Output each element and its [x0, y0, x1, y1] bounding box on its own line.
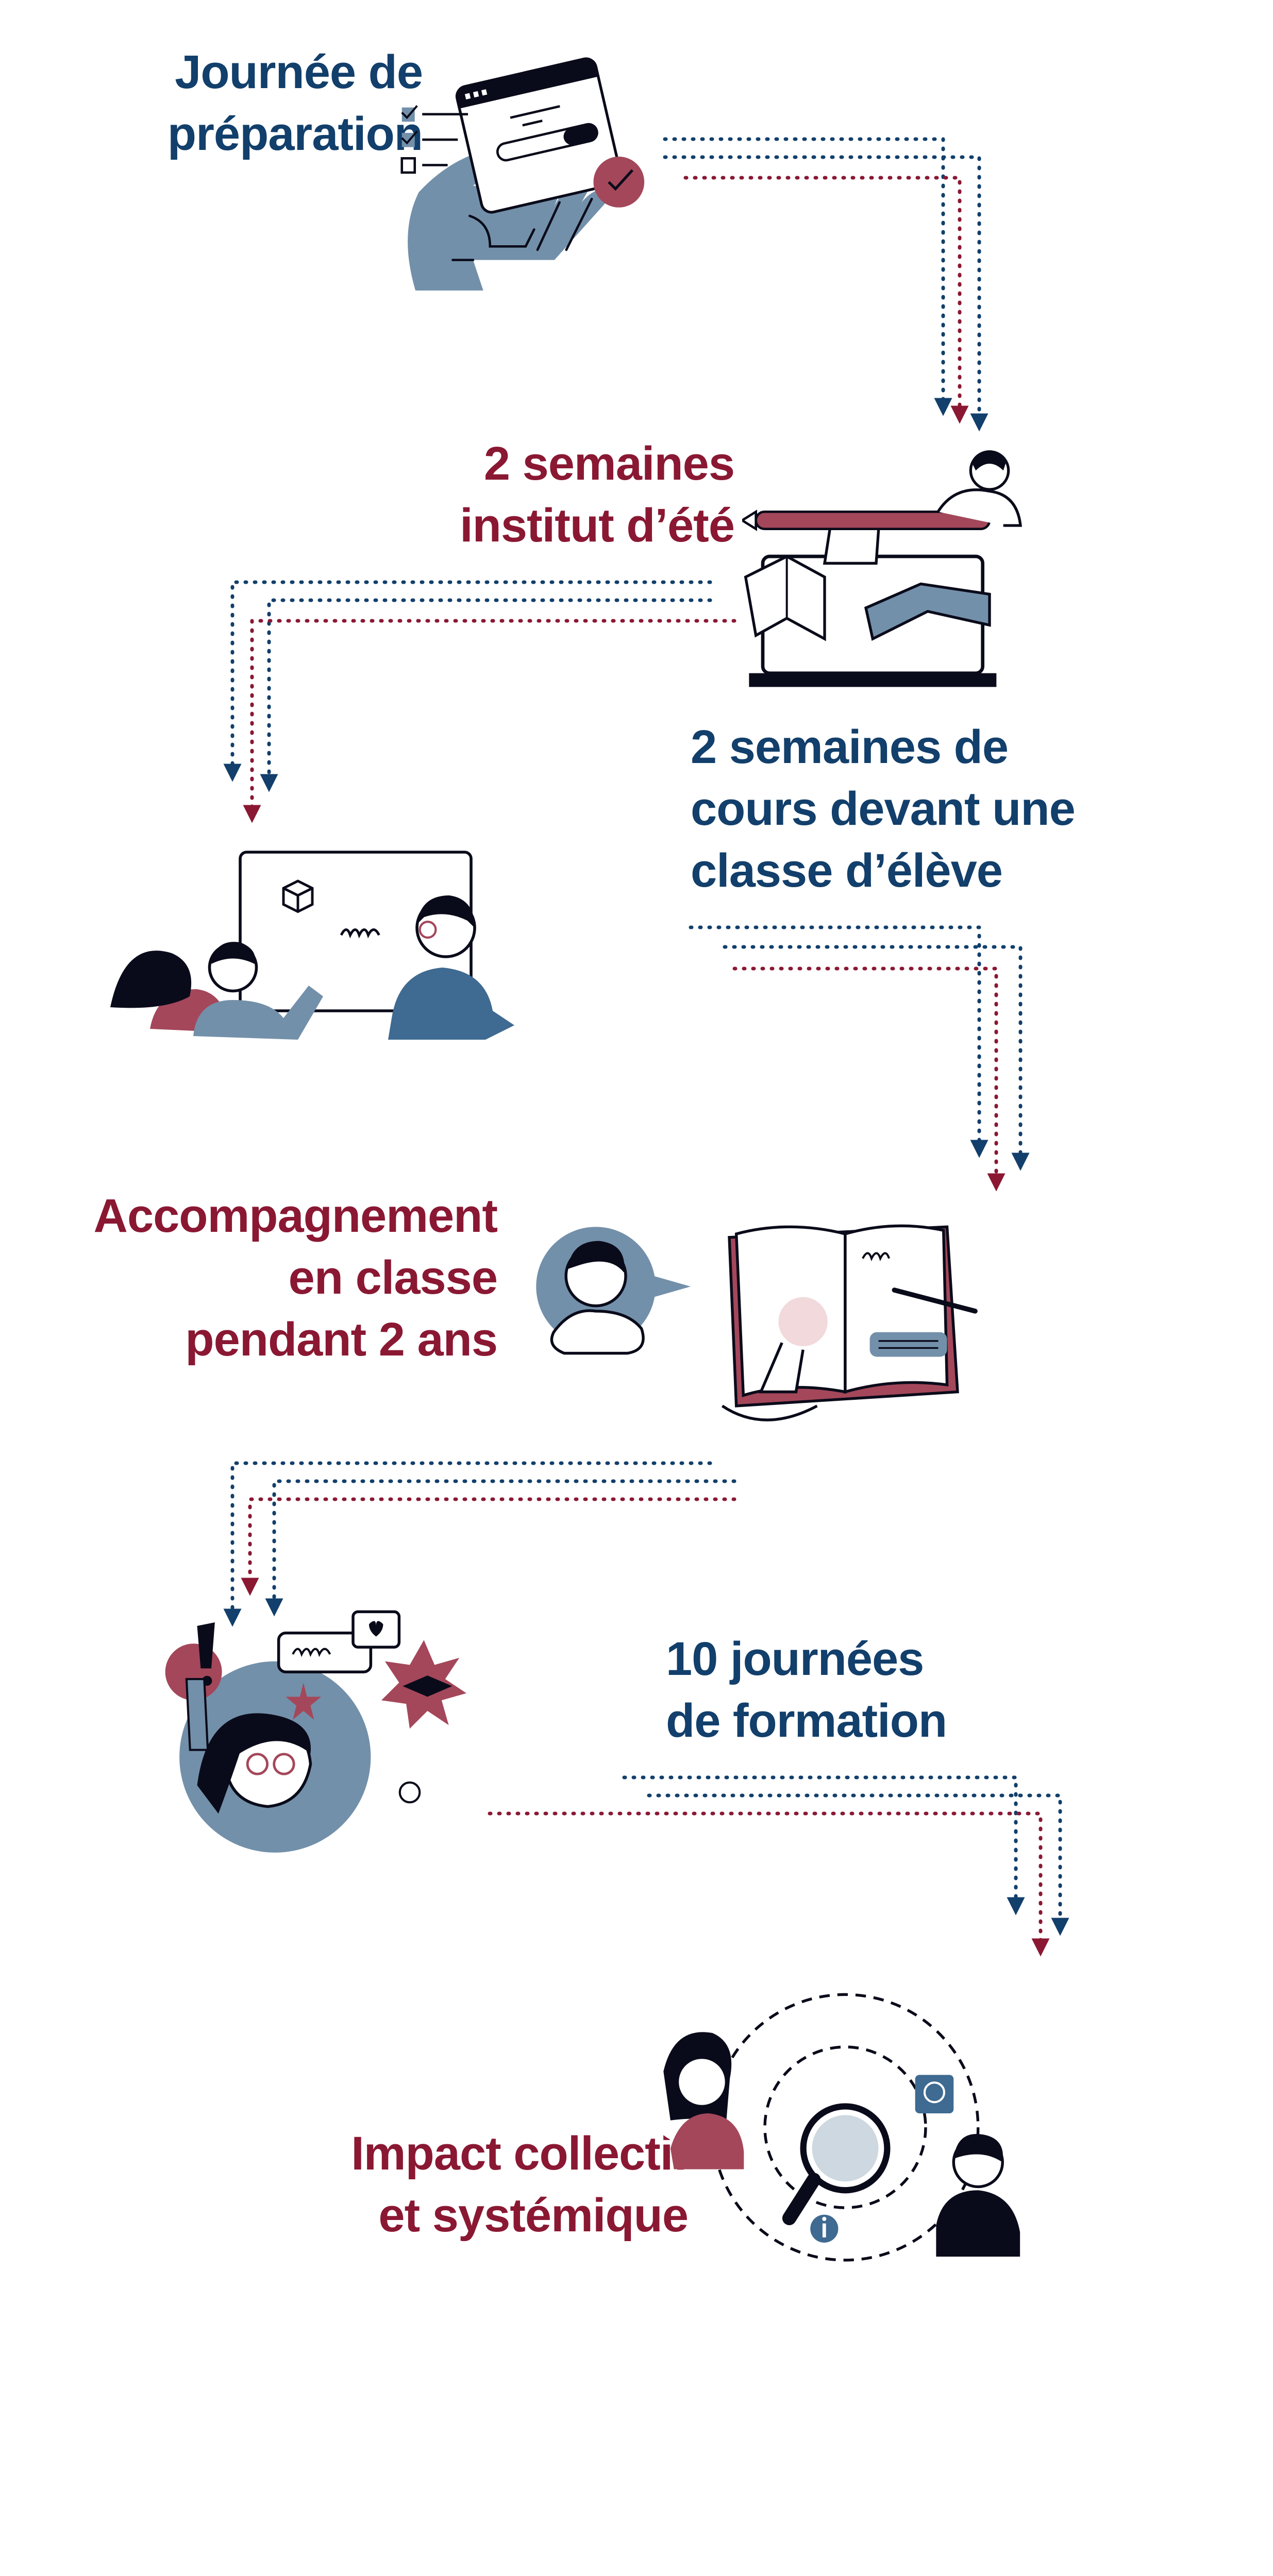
coach-notebook-icon [536, 1224, 978, 1421]
laptop-books-pencil-icon [742, 450, 1022, 687]
step-3-line-1: 2 semaines de [691, 721, 1009, 773]
step-2-line-2: institut d’été [460, 499, 735, 552]
step-6-line-1: Impact collectif [351, 2127, 689, 2180]
connector-2-blue-b [260, 598, 712, 792]
hand-holding-checklist-icon [400, 57, 645, 291]
connector-4-red [241, 1497, 736, 1596]
connector-3-blue-b [723, 945, 1030, 1171]
step-4-line-2: en classe [288, 1251, 498, 1304]
step-2-line-1: 2 semaines [483, 437, 735, 490]
step-6-line-2: et systémique [378, 2189, 689, 2242]
connector-1-blue-a [663, 137, 952, 416]
connector-layer [223, 137, 1069, 1957]
step-4-line-1: Accompagnement [93, 1190, 498, 1242]
step-4-label: Accompagnement en classe pendant 2 ans [94, 1185, 498, 1370]
connector-1-red [683, 176, 969, 424]
connector-3-blue-a [689, 925, 989, 1158]
step-5-line-2: de formation [666, 1694, 947, 1747]
step-1-line-2: préparation [167, 108, 423, 160]
step-6-label: Impact collectif et systémique [351, 2123, 689, 2246]
training-ideas-icon [165, 1610, 466, 1853]
connector-5-blue-b [647, 1793, 1069, 1936]
step-3-line-2: cours devant une [691, 783, 1076, 835]
step-2-label: 2 semaines institut d’été [460, 433, 735, 556]
connector-3-red [732, 967, 1006, 1192]
step-1-label: Journée de préparation [167, 41, 423, 165]
connector-5-red [488, 1811, 1050, 1957]
connector-2-blue-a [223, 580, 712, 782]
step-4-line-3: pendant 2 ans [185, 1313, 498, 1366]
step-1-line-1: Journée de [175, 46, 423, 98]
connector-4-blue-a [223, 1461, 712, 1627]
step-3-line-3: classe d’élève [691, 844, 1003, 897]
step-5-line-1: 10 journées [666, 1633, 924, 1685]
step-3-label: 2 semaines de cours devant une classe d’… [691, 716, 1076, 902]
connector-1-blue-b [663, 155, 989, 432]
teacher-whiteboard-students-icon [110, 851, 514, 1040]
magnifier-gear-people-icon [649, 1993, 1020, 2262]
connector-5-blue-a [622, 1775, 1025, 1916]
step-5-label: 10 journées de formation [666, 1628, 947, 1752]
connector-2-red [243, 619, 736, 823]
